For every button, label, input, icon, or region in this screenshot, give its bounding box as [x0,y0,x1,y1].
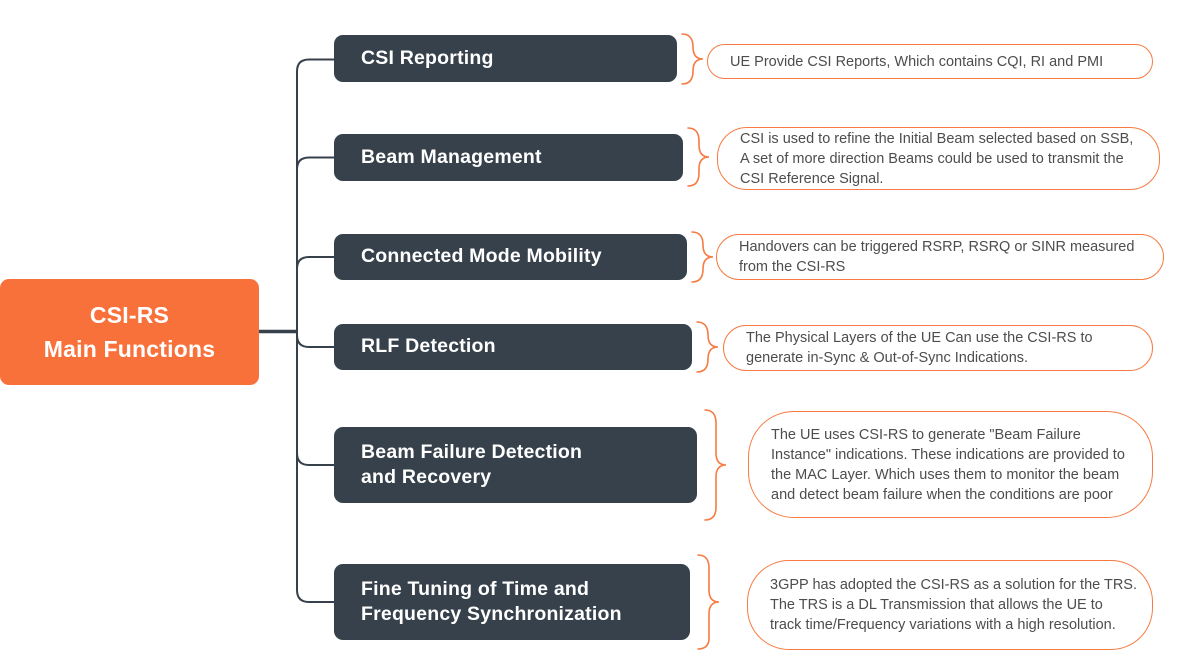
branch-node-connected-mode-mobility[interactable]: Connected Mode Mobility [334,234,687,280]
branch-node-label: CSI Reporting [361,46,494,69]
note-text: UE Provide CSI Reports, Which contains C… [730,53,1104,70]
root-node-label: CSI-RS Main Functions [43,301,216,363]
note-bubble-rlf-detection[interactable]: The Physical Layers of the UE Can use th… [723,325,1153,371]
note-bubble-csi-reporting[interactable]: UE Provide CSI Reports, Which contains C… [707,44,1153,79]
branch-node-beam-failure-detection-recovery[interactable]: Beam Failure Detection and Recovery [334,427,697,503]
note-bubble-fine-tuning-time-frequency-sync[interactable]: 3GPP has adopted the CSI-RS as a solutio… [747,560,1153,650]
branch-node-csi-reporting[interactable]: CSI Reporting [334,35,677,82]
curly-brace-icon [704,409,727,521]
note-text: Handovers can be triggered RSRP, RSRQ or… [739,239,1135,275]
curly-brace-icon [681,33,704,85]
note-bubble-connected-mode-mobility[interactable]: Handovers can be triggered RSRP, RSRQ or… [716,234,1164,280]
note-text: The UE uses CSI-RS to generate "Beam Fai… [771,426,1125,503]
branch-node-label: RLF Detection [361,335,496,358]
branch-node-beam-management[interactable]: Beam Management [334,134,683,181]
curly-brace-icon [697,554,720,650]
branch-node-label: Fine Tuning of Time and Frequency Synchr… [361,577,622,625]
note-text: 3GPP has adopted the CSI-RS as a solutio… [770,577,1138,633]
note-bubble-beam-management[interactable]: CSI is used to refine the Initial Beam s… [717,127,1160,190]
branch-node-label: Beam Failure Detection and Recovery [361,440,583,488]
branch-node-fine-tuning-time-frequency-sync[interactable]: Fine Tuning of Time and Frequency Synchr… [334,564,690,640]
curly-brace-icon [691,231,714,283]
note-bubble-beam-failure-detection-recovery[interactable]: The UE uses CSI-RS to generate "Beam Fai… [748,411,1153,518]
curly-brace-icon [696,321,719,373]
branch-node-label: Connected Mode Mobility [361,245,602,268]
note-text: The Physical Layers of the UE Can use th… [746,330,1093,366]
root-node-csi-rs-main-functions[interactable]: CSI-RS Main Functions [0,279,259,385]
branch-node-rlf-detection[interactable]: RLF Detection [334,324,692,370]
note-text: CSI is used to refine the Initial Beam s… [740,130,1134,187]
curly-brace-icon [687,127,710,187]
branch-node-label: Beam Management [361,145,542,168]
